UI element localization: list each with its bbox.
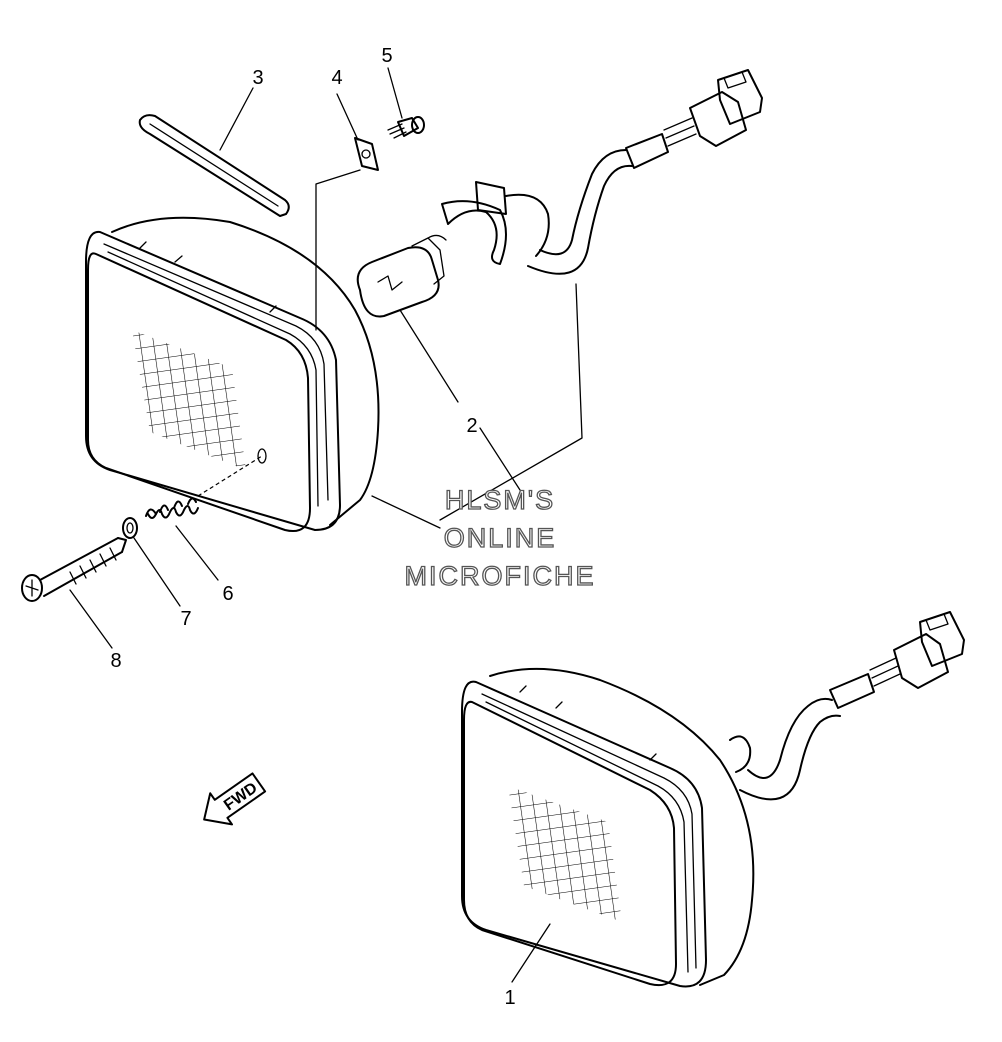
watermark-line-3: MICROFICHE (405, 561, 596, 591)
callout-7: 7 (180, 608, 191, 630)
upper-headlight-housing (85, 216, 380, 532)
part-4-clip-plate (354, 137, 379, 171)
part-2-bulb (356, 234, 447, 318)
watermark: HLSM'S ONLINE MICROFICHE (404, 484, 596, 591)
part-5-screw (387, 116, 425, 139)
watermark-line-1: HLSM'S (445, 485, 555, 515)
part-3-bracket-strip (138, 114, 290, 217)
part-7-washer (122, 517, 138, 539)
callout-8: 8 (110, 650, 121, 672)
callout-6: 6 (222, 583, 233, 605)
part-6-spring (145, 448, 267, 519)
callout-5: 5 (381, 45, 392, 67)
watermark-line-2: ONLINE (444, 523, 557, 553)
callout-3: 3 (252, 67, 263, 89)
callout-1: 1 (504, 987, 515, 1009)
part-8-long-screw (21, 537, 127, 602)
fwd-arrow-icon: FWD (203, 772, 267, 826)
callout-4: 4 (331, 67, 342, 89)
lower-headlight-assembly (461, 611, 965, 988)
callout-2: 2 (466, 415, 477, 437)
callout-labels: 1 2 3 4 5 6 7 8 (110, 45, 515, 1009)
leader-lines (69, 67, 583, 983)
upper-socket-harness (441, 69, 763, 275)
